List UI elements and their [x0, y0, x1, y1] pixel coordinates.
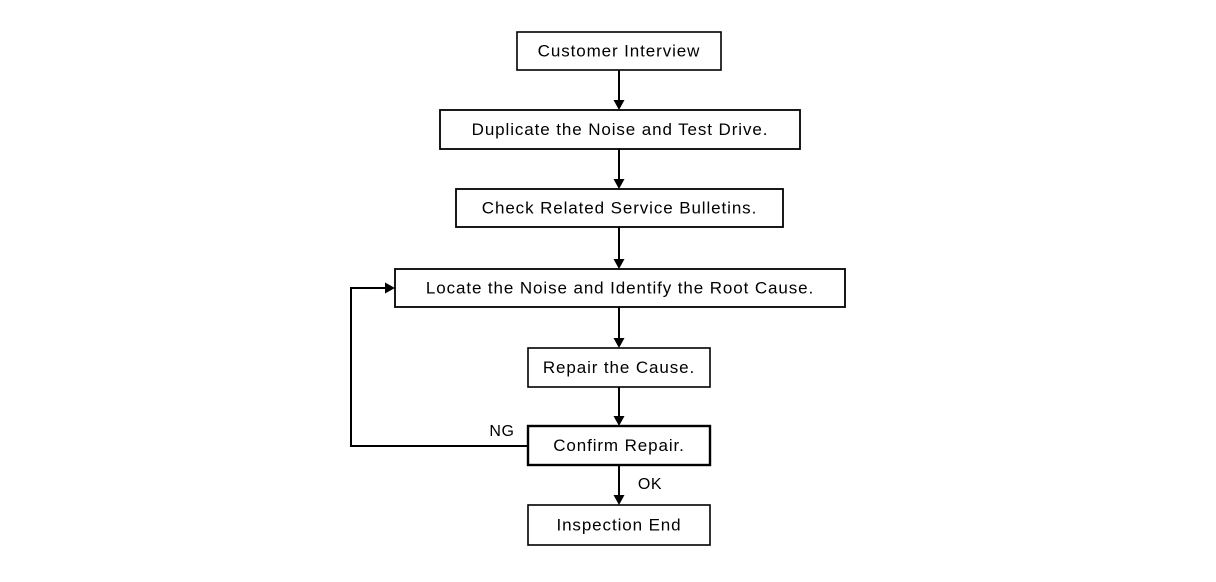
node-box	[516, 31, 722, 71]
flow-edge-edge-repair-to-confirm	[613, 387, 625, 426]
flow-node-locate-noise-root-cause[interactable]: Locate the Noise and Identify the Root C…	[394, 268, 846, 308]
arrowhead-icon	[613, 416, 625, 426]
flow-node-inspection-end[interactable]: Inspection End	[527, 504, 711, 546]
node-box	[455, 188, 784, 228]
flow-node-duplicate-noise-test-drive[interactable]: Duplicate the Noise and Test Drive.	[439, 109, 801, 150]
node-label: Repair the Cause.	[543, 358, 695, 377]
arrowhead-icon	[613, 259, 625, 269]
flow-edge-edge-interview-to-duplicate	[613, 70, 625, 110]
node-box	[394, 268, 846, 308]
node-label: Confirm Repair.	[553, 436, 685, 455]
edge-label-ng: NG	[489, 423, 514, 440]
arrowhead-icon	[613, 100, 625, 110]
node-label: Duplicate the Noise and Test Drive.	[472, 120, 769, 139]
edge-label-ok: OK	[638, 476, 662, 493]
arrowhead-icon	[613, 495, 625, 505]
flow-node-confirm-repair[interactable]: Confirm Repair.	[526, 424, 712, 467]
edge-labels-layer: OK NG	[489, 423, 662, 493]
flow-node-repair-the-cause[interactable]: Repair the Cause.	[527, 347, 711, 388]
flow-node-customer-interview[interactable]: Customer Interview	[516, 31, 722, 71]
node-label: Customer Interview	[538, 41, 701, 60]
flow-edge-edge-confirm-to-end	[613, 465, 625, 505]
node-label: Inspection End	[556, 515, 681, 534]
edges-layer	[350, 70, 625, 505]
flow-edge-edge-confirm-ng-loop-to-locate	[350, 282, 528, 447]
node-box	[526, 424, 712, 467]
node-label: Check Related Service Bulletins.	[482, 198, 757, 217]
node-box	[527, 504, 711, 546]
flow-edge-edge-locate-to-repair	[613, 307, 625, 348]
flow-edge-edge-bulletins-to-locate	[613, 227, 625, 269]
node-label: Locate the Noise and Identify the Root C…	[426, 278, 814, 297]
node-box	[527, 347, 711, 388]
flow-edge-edge-duplicate-to-bulletins	[613, 149, 625, 189]
arrowhead-icon	[385, 282, 395, 294]
arrowhead-icon	[613, 338, 625, 348]
arrowhead-icon	[613, 179, 625, 189]
node-box	[439, 109, 801, 150]
flow-node-check-service-bulletins[interactable]: Check Related Service Bulletins.	[455, 188, 784, 228]
edge-line	[350, 287, 528, 447]
